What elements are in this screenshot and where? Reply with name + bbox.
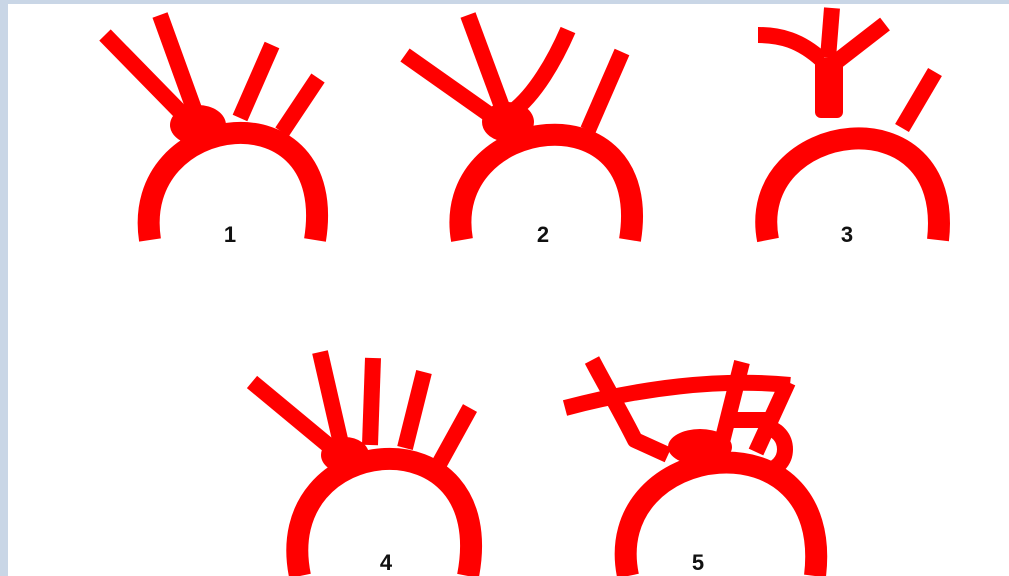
branch-3b [828, 8, 832, 58]
branch-5-vertical-1 [722, 362, 742, 442]
arch-variant-1: 1 [105, 15, 318, 247]
branch-4e [438, 408, 470, 466]
branch-5-crossing-left [592, 360, 668, 455]
branch-1d [282, 78, 318, 132]
branch-3c [836, 24, 885, 62]
branch-2c [512, 30, 568, 112]
branch-4c [370, 358, 373, 445]
branch-1c [240, 45, 272, 118]
branch-3d [902, 72, 935, 128]
variant-label-5: 5 [692, 550, 704, 575]
variant-label-2: 2 [537, 222, 549, 247]
aortic-arch-5 [626, 462, 817, 576]
variant-label-1: 1 [224, 222, 236, 247]
variant-label-4: 4 [380, 550, 393, 575]
branch-2d [588, 52, 622, 130]
common-trunk-3 [815, 58, 843, 118]
arch-variant-4: 4 [252, 352, 471, 576]
branch-4d [405, 372, 424, 448]
arch-variant-2: 2 [405, 15, 632, 247]
arch-variant-3: 3 [758, 8, 939, 247]
arch-variant-5: 5 [565, 360, 816, 576]
variant-label-3: 3 [841, 222, 853, 247]
branch-3a [758, 35, 822, 60]
